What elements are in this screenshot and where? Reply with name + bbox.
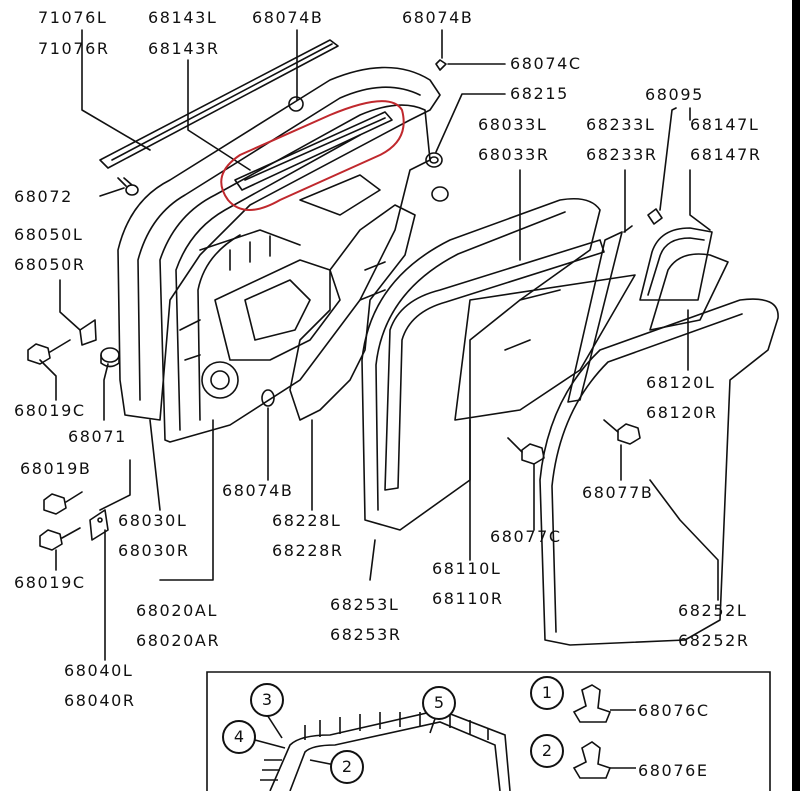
bolt-68077b [603,419,641,445]
label-68076e: 68076E [638,761,709,780]
glass-run-channel [384,239,605,491]
callout-3: 3 [250,683,284,717]
label-68019c-bottom: 68019C [14,573,86,592]
label-68072: 68072 [14,187,73,206]
sealing-screen [289,204,416,421]
quarter-window-glass [639,227,713,301]
label-68228l: 68228L [272,511,342,530]
window-edge [792,0,800,791]
hinge-68040 [89,509,109,541]
label-68233r: 68233R [586,145,658,164]
callout-2-right: 2 [530,734,564,768]
label-68040r: 68040R [64,691,136,710]
window-run-strip [99,39,339,169]
clip-68076c [572,684,612,723]
callout-2-left: 2 [330,750,364,784]
body-weatherstrip [539,298,779,646]
label-68233l: 68233L [586,115,656,134]
bolt-68019c-bottom [39,527,81,551]
label-68110l: 68110L [432,559,502,578]
callout-4: 4 [222,720,256,754]
callout-5: 5 [422,686,456,720]
door-outer-panel [117,66,441,421]
label-71076r: 71076R [38,39,110,58]
label-68228r: 68228R [272,541,344,560]
inner-belt-weatherstrip [234,111,393,191]
label-68253r: 68253R [330,625,402,644]
label-68120l: 68120L [646,373,716,392]
bolt-68019b [43,491,83,515]
label-68030l: 68030L [118,511,188,530]
bolt-68019c-top [27,339,71,365]
label-68019c-top: 68019C [14,401,86,420]
label-68110r: 68110R [432,589,504,608]
label-68071: 68071 [68,427,127,446]
label-68077b: 68077B [582,483,654,502]
label-68074b-mid: 68074B [222,481,294,500]
bolt-68072 [117,177,139,196]
label-68147l: 68147L [690,115,760,134]
label-68076c: 68076C [638,701,710,720]
label-68143r: 68143R [148,39,220,58]
label-68147r: 68147R [690,145,762,164]
highlight-circle [220,100,405,211]
label-68120r: 68120R [646,403,718,422]
hinge-68050 [79,319,97,346]
label-71076l: 71076L [38,8,108,27]
label-68033r: 68033R [478,145,550,164]
label-68019b: 68019B [20,459,92,478]
label-68143l: 68143L [148,8,218,27]
bolt-68077c [507,437,545,465]
label-68050r: 68050R [14,255,86,274]
clip-68076e [572,741,612,779]
bolt-68095 [647,208,663,225]
label-68252l: 68252L [678,601,748,620]
label-68077c: 68077C [490,527,562,546]
door-window-glass [454,274,636,421]
label-68095: 68095 [645,85,704,104]
label-68050l: 68050L [14,225,84,244]
callout-1: 1 [530,676,564,710]
label-68074b-top: 68074B [252,8,324,27]
label-68252r: 68252R [678,631,750,650]
door-opening-weatherstrip [361,197,601,531]
label-68074b-top2: 68074B [402,8,474,27]
door-inner-panel [159,104,431,443]
label-68020al: 68020AL [136,601,218,620]
detail-inset-box [206,671,771,791]
label-68074c: 68074C [510,54,582,73]
clip-68071 [100,347,120,368]
label-68030r: 68030R [118,541,190,560]
label-68020ar: 68020AR [136,631,221,650]
label-68253l: 68253L [330,595,400,614]
label-68040l: 68040L [64,661,134,680]
label-68215: 68215 [510,84,569,103]
label-68033l: 68033L [478,115,548,134]
